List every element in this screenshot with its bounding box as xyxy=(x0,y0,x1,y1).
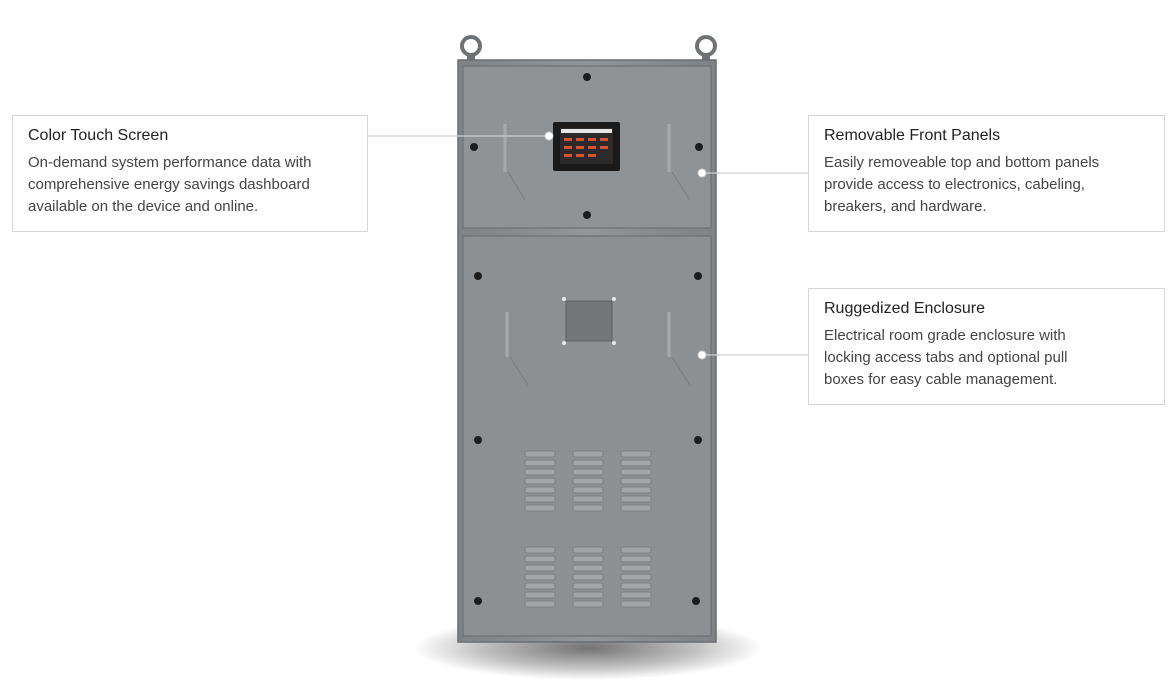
lifting-eye-icon xyxy=(460,35,482,64)
callout-body: On-demand system performance data with c… xyxy=(28,154,312,215)
inspection-window xyxy=(562,297,616,345)
leader-dots xyxy=(544,131,707,360)
bolt-icon xyxy=(470,73,703,219)
callout-title: Removable Front Panels xyxy=(824,127,1001,144)
callout-touch-screen: Color Touch Screen On-demand system perf… xyxy=(12,115,368,232)
lifting-eye-icon xyxy=(695,35,717,64)
vent-grille-icon xyxy=(524,546,652,608)
callout-title: Ruggedized Enclosure xyxy=(824,300,985,317)
bolt-icon xyxy=(474,272,702,605)
leader-lines xyxy=(368,135,808,356)
callout-title: Color Touch Screen xyxy=(28,127,169,144)
vent-grille-icon xyxy=(524,450,652,512)
callout-enclosure: Ruggedized Enclosure Electrical room gra… xyxy=(808,288,1165,405)
latch-handle-shadow xyxy=(507,171,691,386)
touch-screen-icon xyxy=(553,122,620,171)
callout-front-panels: Removable Front Panels Easily removeable… xyxy=(808,115,1165,232)
latch-handle xyxy=(503,124,671,357)
callout-body: Easily removeable top and bottom panels … xyxy=(824,154,1100,215)
callout-body: Electrical room grade enclosure with loc… xyxy=(824,327,1068,388)
